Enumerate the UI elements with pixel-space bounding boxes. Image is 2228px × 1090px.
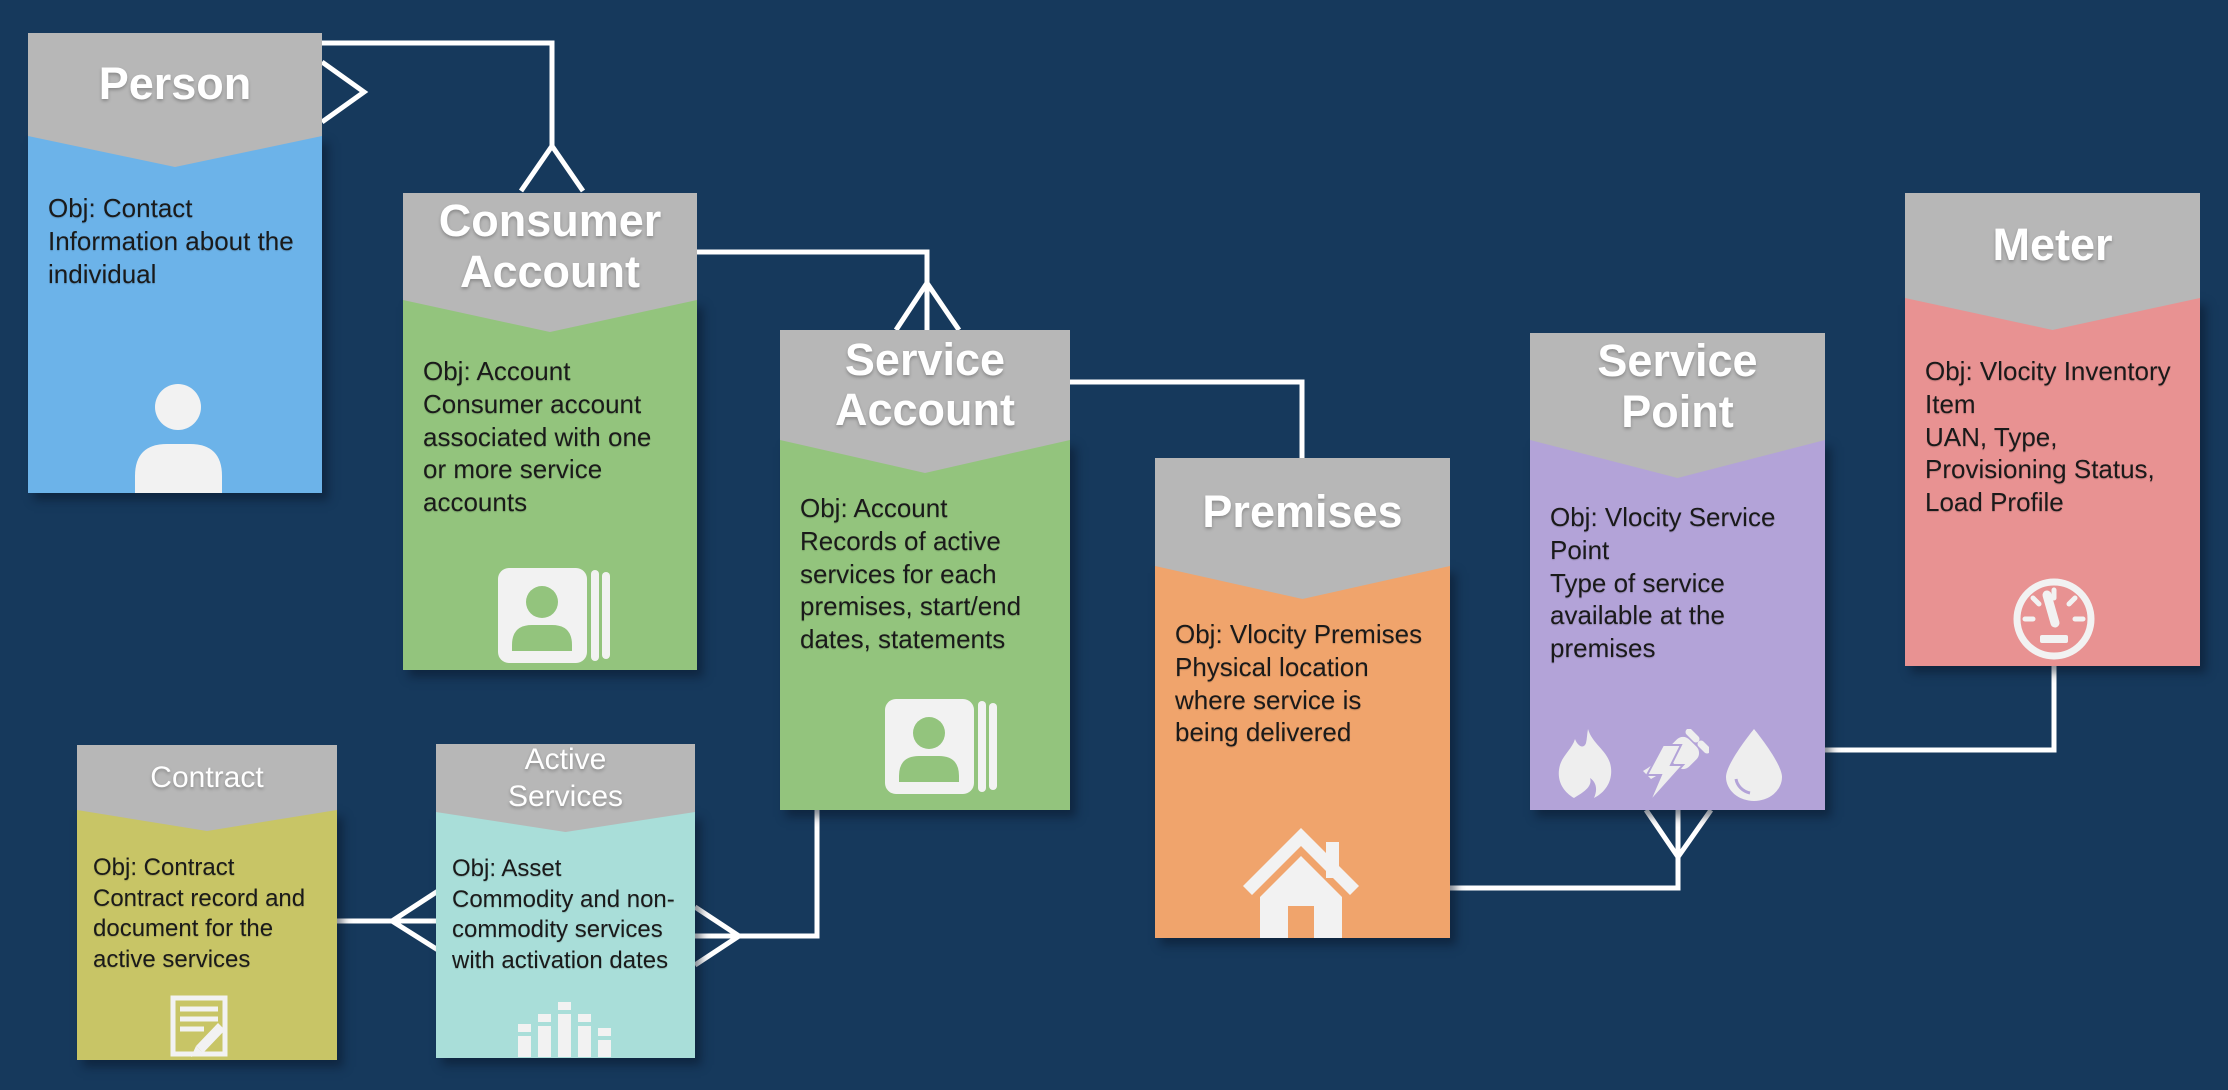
bar-chart-icon: [518, 1002, 611, 1057]
entity-desc: Contract record and document for the act…: [93, 884, 306, 974]
connector-person-consumer-account: [322, 40, 586, 193]
entity-description: Obj: Contract Contract record and docume…: [77, 853, 337, 976]
entity-title: Service Point: [1597, 335, 1758, 437]
flame-icon: [1558, 729, 1612, 798]
entity-obj: Obj: Vlocity Service Point: [1550, 502, 1776, 565]
card-banner: Person: [28, 33, 322, 167]
entity-obj: Obj: Vlocity Inventory Item: [1925, 356, 2171, 419]
entity-desc: Records of active services for each prem…: [800, 525, 1022, 654]
entity-title: Premises: [1202, 485, 1403, 537]
entity-title: Meter: [1992, 219, 2113, 271]
gauge-icon: [2013, 578, 2095, 660]
connector-meter-service-point: [1825, 655, 2057, 753]
entity-desc: Physical location where service is being…: [1175, 651, 1369, 748]
entity-desc: Type of service available at the premise…: [1550, 567, 1725, 664]
connector-contract-active-services: [337, 888, 440, 953]
entity-description: Obj: Vlocity Inventory Item UAN, Type, P…: [1905, 355, 2200, 519]
connector-premises-service-point: [1450, 808, 1714, 891]
entity-obj: Obj: Account: [423, 356, 571, 386]
entity-description: Obj: Account Records of active services …: [780, 492, 1070, 656]
entity-title: Active Services: [507, 742, 624, 813]
card-banner: Premises: [1155, 458, 1450, 599]
card-banner: Service Account: [780, 330, 1070, 473]
entity-obj: Obj: Asset: [452, 855, 562, 882]
entity-desc: Information about the individual: [48, 225, 294, 289]
connector-service-account-premises: [1070, 379, 1305, 458]
entity-card-person[interactable]: Person Obj: Contact Information about th…: [28, 33, 322, 493]
connector-consumer-service-account: [697, 249, 962, 332]
connector-service-account-active-services: [693, 810, 820, 968]
entity-title: Contract: [150, 760, 264, 794]
entity-card-active-services[interactable]: Active Services Obj: Asset Commodity and…: [436, 744, 695, 1058]
entity-title: Service Account: [835, 333, 1015, 435]
entity-obj: Obj: Contact: [48, 193, 193, 223]
card-banner: Active Services: [436, 744, 695, 832]
contact-cards-icon: [498, 568, 610, 663]
entity-card-premises[interactable]: Premises Obj: Vlocity Premises Physical …: [1155, 458, 1450, 938]
entity-card-contract[interactable]: Contract Obj: Contract Contract record a…: [77, 745, 337, 1060]
entity-obj: Obj: Vlocity Premises: [1175, 619, 1423, 649]
entity-obj: Obj: Contract: [93, 854, 235, 881]
entity-card-service-account[interactable]: Service Account Obj: Account Records of …: [780, 330, 1070, 810]
house-icon: [1243, 828, 1359, 938]
water-drop-icon: [1726, 729, 1782, 801]
entity-desc: UAN, Type, Provisioning Status, Load Pro…: [1925, 421, 2155, 518]
card-banner: Meter: [1905, 193, 2200, 330]
entity-title: Person: [98, 58, 252, 110]
entity-desc: Commodity and non-commodity services wit…: [452, 885, 675, 975]
plug-bolt-icon: [1643, 729, 1709, 803]
card-body: [28, 136, 322, 493]
entity-desc: Consumer account associated with one or …: [423, 388, 652, 517]
card-banner: Contract: [77, 745, 337, 831]
document-pencil-icon: [170, 995, 228, 1057]
entity-card-service-point[interactable]: Service Point Obj: Vlocity Service Point…: [1530, 333, 1825, 810]
entity-title: Consumer Account: [438, 195, 662, 297]
entity-description: Obj: Account Consumer account associated…: [403, 355, 697, 519]
person-icon: [135, 384, 222, 493]
entity-card-consumer-account[interactable]: Consumer Account Obj: Account Consumer a…: [403, 193, 697, 670]
entity-description: Obj: Contact Information about the indiv…: [28, 192, 322, 290]
entity-description: Obj: Asset Commodity and non-commodity s…: [436, 854, 695, 977]
connector-person-crowfoot: [320, 59, 369, 125]
entity-description: Obj: Vlocity Service Point Type of servi…: [1530, 501, 1825, 665]
contact-cards-icon: [885, 699, 997, 794]
card-banner: Consumer Account: [403, 193, 697, 332]
entity-card-meter[interactable]: Meter Obj: Vlocity Inventory Item UAN, T…: [1905, 193, 2200, 666]
entity-obj: Obj: Account: [800, 493, 948, 523]
entity-description: Obj: Vlocity Premises Physical location …: [1155, 618, 1450, 749]
